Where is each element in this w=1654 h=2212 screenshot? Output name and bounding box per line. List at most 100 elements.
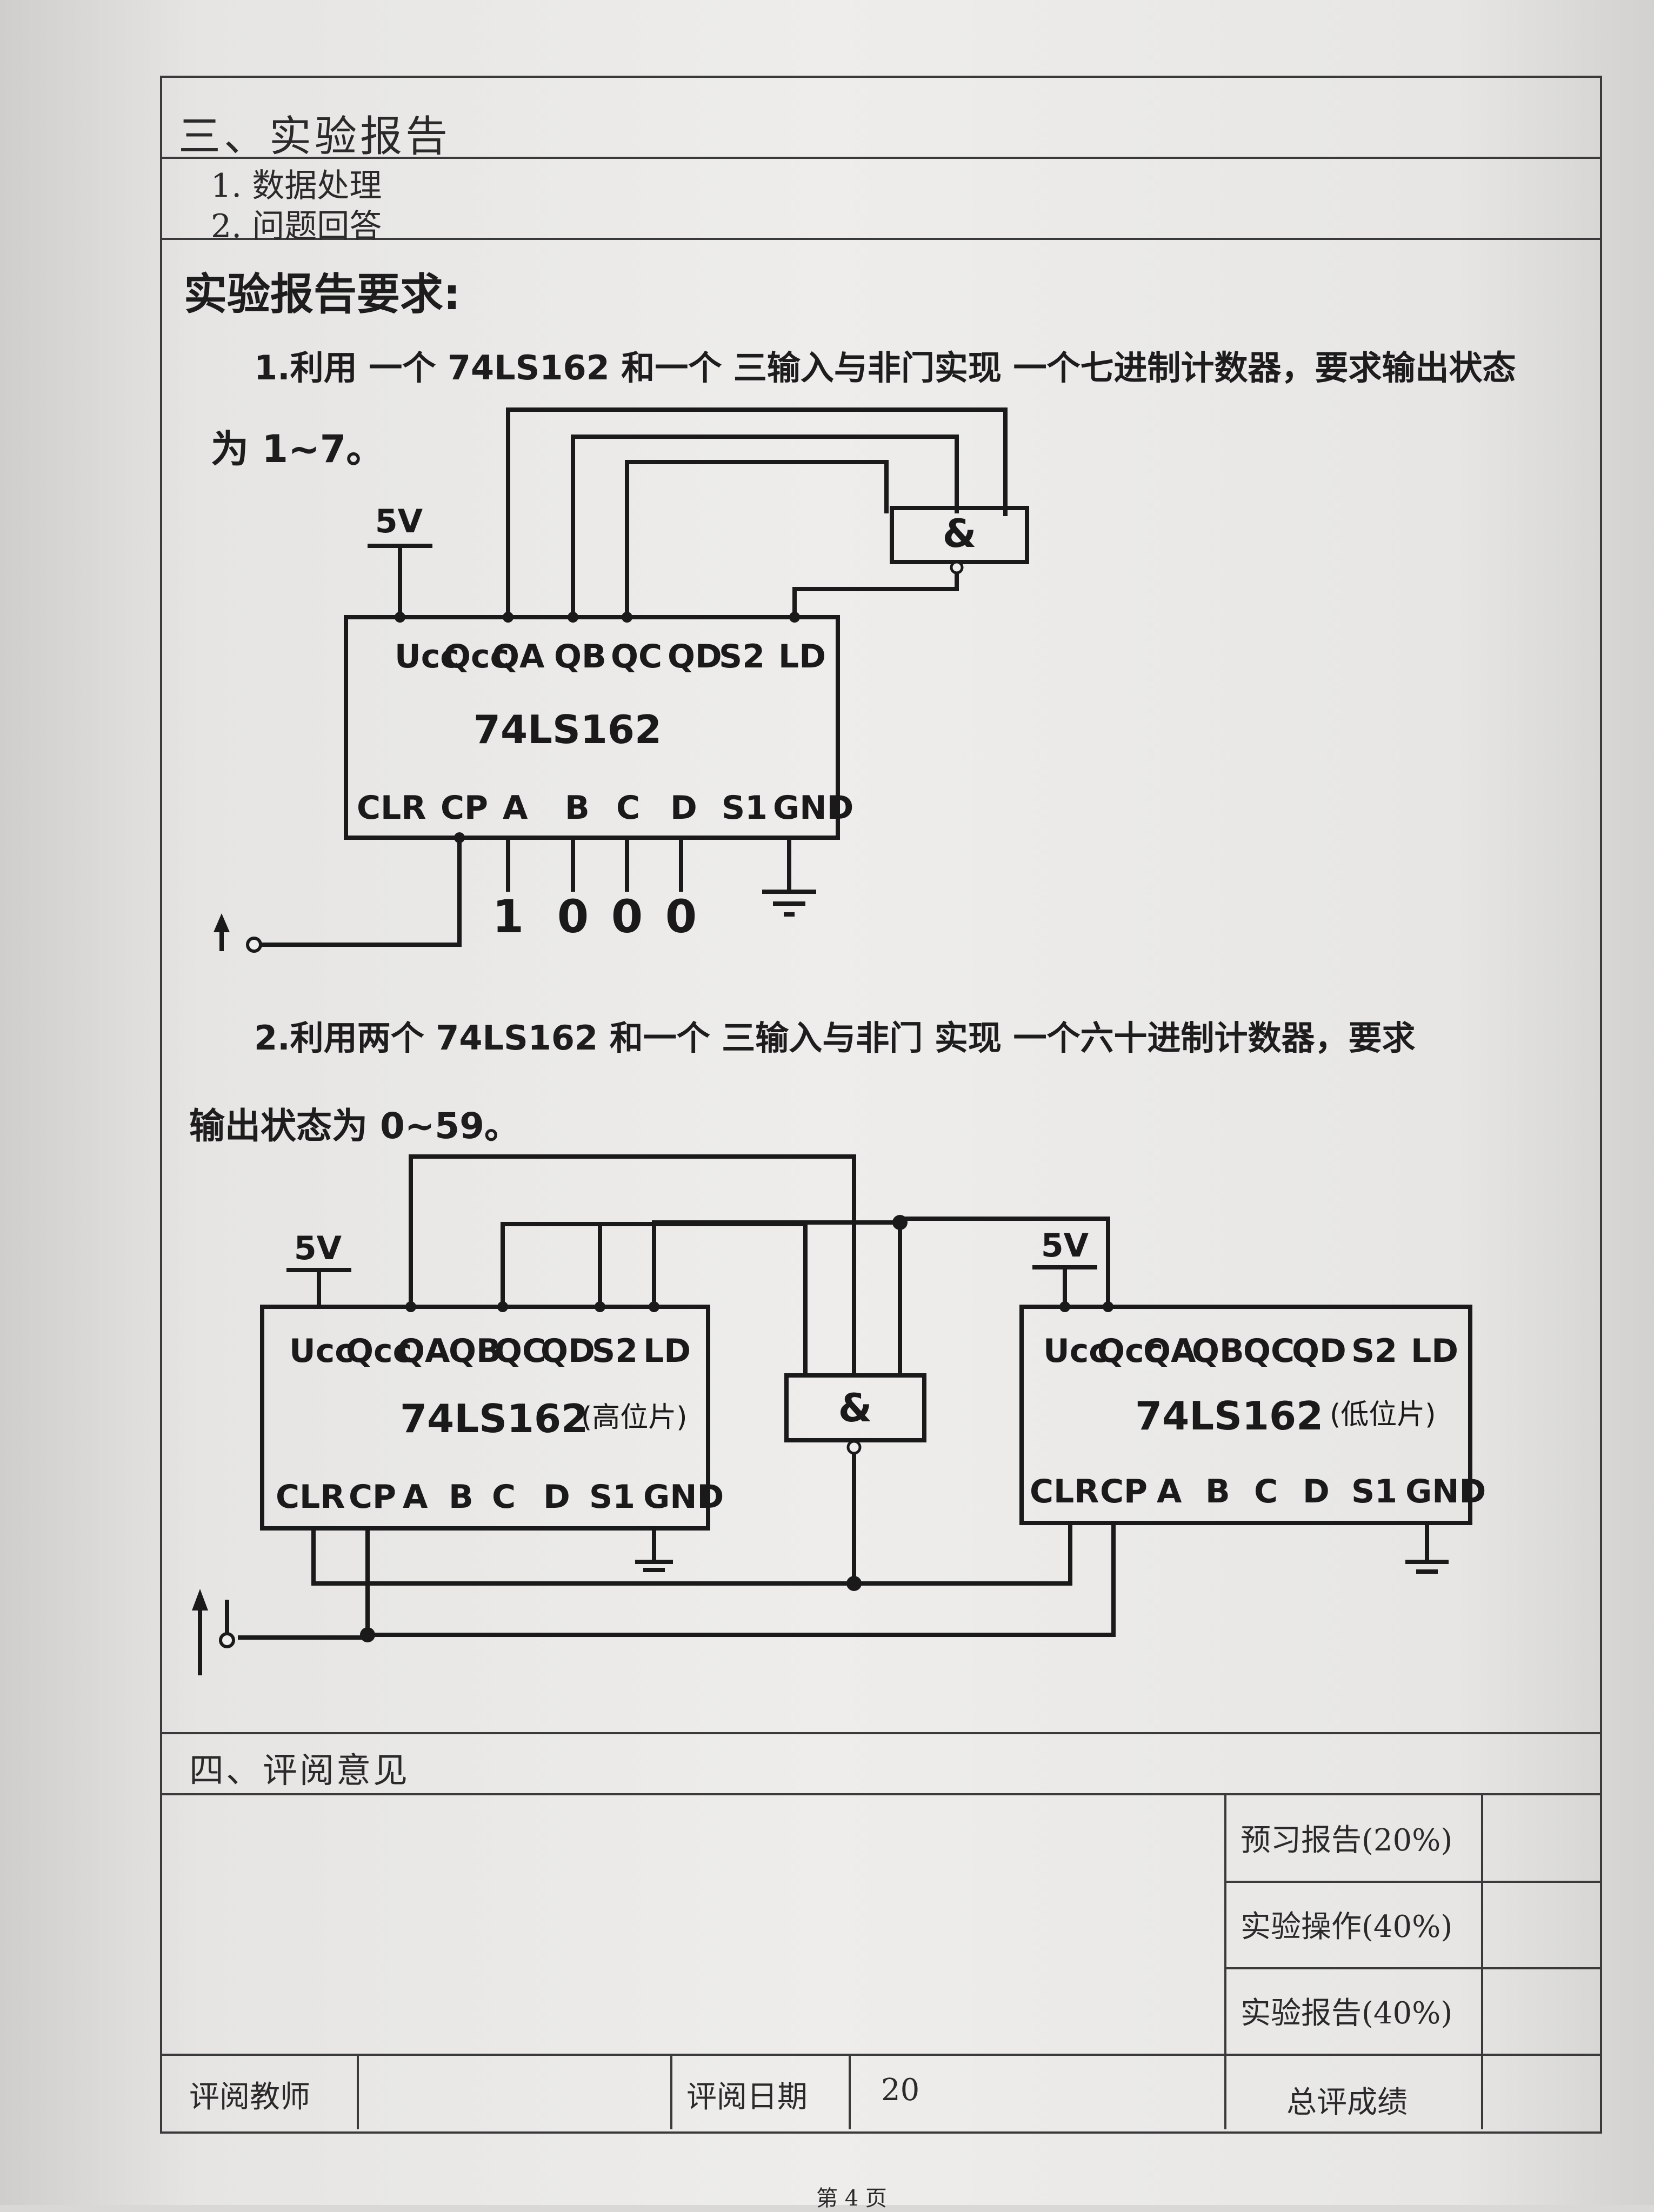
review-date-value: 20 xyxy=(881,2073,920,2108)
svg-text:QB: QB xyxy=(1192,1332,1244,1370)
chip-low-bottom-pins: CLR CP A B C D S1 GND xyxy=(1030,1473,1486,1511)
page-frame xyxy=(160,76,1602,2134)
pin-b: B xyxy=(565,789,590,827)
signature-col-1 xyxy=(357,2054,359,2129)
chip-high-box xyxy=(260,1305,710,1531)
section4-heading: 四、评阅意见 xyxy=(189,1751,410,1791)
section3-divider xyxy=(160,157,1600,159)
chip-low-name: 74LS162 xyxy=(1135,1393,1323,1439)
input-c-value: 0 xyxy=(611,890,643,943)
section4-top-divider xyxy=(160,1732,1600,1734)
circuit-2-junctions xyxy=(360,1215,1113,1642)
svg-text:GND: GND xyxy=(1405,1473,1486,1511)
item-data-processing: 1. 数据处理 xyxy=(211,167,382,205)
chip-high-bottom-pins: CLR CP A B C D S1 GND xyxy=(276,1478,724,1516)
pin-qa: QA xyxy=(492,638,545,676)
supply-5v-label-1: 5V xyxy=(375,503,423,540)
score-experiment-report: 实验报告(40%) xyxy=(1240,1996,1453,2031)
svg-text:A: A xyxy=(1157,1473,1182,1511)
total-grade-label: 总评成绩 xyxy=(1286,2085,1408,2120)
svg-text:LD: LD xyxy=(643,1332,691,1370)
circuit-1-wires xyxy=(219,407,1029,951)
items-divider xyxy=(160,238,1600,240)
pin-qcc: Qcc xyxy=(443,638,509,676)
circuit-2-wires xyxy=(225,1154,1472,1640)
question-2-line-2: 输出状态为 0~59。 xyxy=(189,1105,521,1147)
svg-text:D: D xyxy=(1303,1473,1330,1511)
supply-5v-label-low: 5V xyxy=(1041,1227,1089,1265)
pin-cp: CP xyxy=(441,789,488,827)
score-column-left xyxy=(1224,1793,1226,2129)
nand-1-output-bubble xyxy=(950,560,964,574)
pin-clr: CLR xyxy=(357,789,426,827)
clock-arrow-1 xyxy=(214,913,230,932)
section4-heading-divider xyxy=(160,1793,1600,1795)
svg-text:D: D xyxy=(543,1478,570,1516)
chip-high-note: (高位片) xyxy=(581,1401,688,1434)
svg-text:Ucc: Ucc xyxy=(289,1332,354,1370)
pin-a: A xyxy=(503,789,528,827)
svg-text:LD: LD xyxy=(1411,1332,1458,1370)
requirements-title: 实验报告要求: xyxy=(184,269,461,319)
svg-text:CLR: CLR xyxy=(1030,1473,1099,1511)
supply-5v-label-high: 5V xyxy=(294,1229,342,1267)
svg-text:S2: S2 xyxy=(1351,1332,1397,1370)
svg-text:S2: S2 xyxy=(592,1332,638,1370)
score-experiment-operation: 实验操作(40%) xyxy=(1240,1909,1453,1944)
input-d-value: 0 xyxy=(665,890,697,943)
svg-text:Ucc: Ucc xyxy=(1043,1332,1108,1370)
svg-text:QB: QB xyxy=(449,1332,501,1370)
pin-qb: QB xyxy=(554,638,606,676)
svg-text:CP: CP xyxy=(349,1478,396,1516)
score-preview-report: 预习报告(20%) xyxy=(1240,1823,1453,1858)
clock-input-2 xyxy=(219,1632,235,1648)
svg-text:Qcc: Qcc xyxy=(1097,1332,1163,1370)
svg-text:CLR: CLR xyxy=(276,1478,345,1516)
chip-low-top-pins: Ucc Qcc QA QB QC QD S2 LD xyxy=(1043,1332,1458,1370)
score-column-right xyxy=(1481,1793,1483,2129)
svg-text:QA: QA xyxy=(1143,1332,1196,1370)
svg-text:QD: QD xyxy=(1292,1332,1346,1370)
signature-col-3 xyxy=(849,2054,851,2129)
pin-ld: LD xyxy=(778,638,826,676)
score-row-2 xyxy=(1224,1967,1600,1969)
chip-74ls162-box xyxy=(344,615,840,840)
nand-gate-1-label: & xyxy=(943,511,977,556)
svg-text:QA: QA xyxy=(397,1332,450,1370)
svg-text:C: C xyxy=(1254,1473,1278,1511)
input-b-value: 0 xyxy=(557,890,589,943)
input-a-value: 1 xyxy=(492,890,524,943)
question-1-line-1: 1.利用 一个 74LS162 和一个 三输入与非门实现 一个七进制计数器，要求… xyxy=(254,348,1516,387)
svg-text:QC: QC xyxy=(1243,1332,1295,1370)
nand-2-output-bubble xyxy=(846,1440,862,1455)
chip-1-name: 74LS162 xyxy=(473,707,662,752)
nand-gate-2-label: & xyxy=(838,1385,872,1431)
svg-text:C: C xyxy=(492,1478,516,1516)
reviewer-label: 评阅教师 xyxy=(189,2080,310,2115)
pin-qd: QD xyxy=(668,638,722,676)
chip-high-top-pins: Ucc Qcc QA QB QC QD S2 LD xyxy=(289,1332,691,1370)
svg-text:A: A xyxy=(403,1478,428,1516)
section3-heading: 三、实验报告 xyxy=(178,112,451,161)
signature-col-2 xyxy=(670,2054,672,2129)
svg-text:B: B xyxy=(449,1478,473,1516)
svg-text:S1: S1 xyxy=(589,1478,635,1516)
pin-qc: QC xyxy=(611,638,662,676)
svg-text:GND: GND xyxy=(643,1478,724,1516)
pin-s2: S2 xyxy=(719,638,765,676)
svg-text:CP: CP xyxy=(1100,1473,1148,1511)
question-2-line-1: 2.利用两个 74LS162 和一个 三输入与非门 实现 一个六十进制计数器，要… xyxy=(254,1018,1416,1058)
pin-ucc: Ucc xyxy=(395,638,459,676)
clock-input-1 xyxy=(246,937,262,953)
circuit-1-pin-dots xyxy=(395,612,800,843)
pin-d: D xyxy=(670,789,697,827)
question-1-line-2: 为 1~7。 xyxy=(211,427,384,471)
pin-s1: S1 xyxy=(722,789,768,827)
review-date-label: 评阅日期 xyxy=(686,2080,808,2115)
pin-c: C xyxy=(616,789,640,827)
chip-low-note: (低位片) xyxy=(1330,1399,1436,1431)
svg-text:S1: S1 xyxy=(1351,1473,1397,1511)
